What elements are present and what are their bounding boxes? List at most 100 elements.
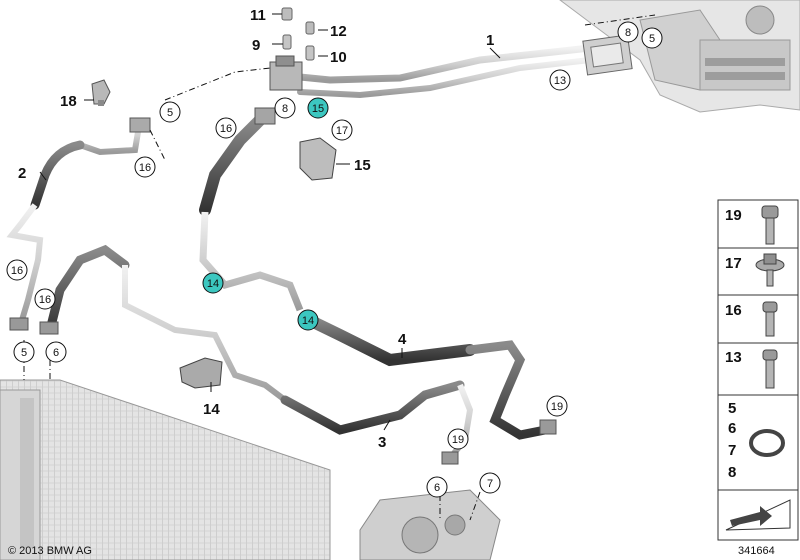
callout-circle-label: 14 xyxy=(302,315,314,327)
callout-10: 10 xyxy=(330,49,347,66)
callout-circle-label: 16 xyxy=(220,123,232,135)
callout-circle-5: 5 xyxy=(13,341,35,363)
sensor-18 xyxy=(91,79,111,106)
legend-number-13: 13 xyxy=(725,349,742,366)
callout-circle-16: 16 xyxy=(215,117,237,139)
callout-circle-shape xyxy=(549,69,571,91)
callout-circle-shape xyxy=(331,119,353,141)
callout-circle-label: 5 xyxy=(649,33,655,45)
callout-circle-shape xyxy=(159,101,181,123)
callout-circle-shape xyxy=(34,288,56,310)
callout-circle-label: 8 xyxy=(282,103,288,115)
callout-circle-16: 16 xyxy=(6,259,28,281)
bracket-14 xyxy=(179,357,223,389)
callout-circle-label: 6 xyxy=(434,482,440,494)
o-ring-icon xyxy=(749,429,785,457)
pipe-2 xyxy=(6,117,151,331)
callout-14: 14 xyxy=(203,401,220,418)
callout-circle-13: 13 xyxy=(549,69,571,91)
callout-circle-label: 13 xyxy=(554,75,566,87)
plain-callouts: 1 2 3 4 9 10 11 12 14 15 18 xyxy=(18,7,494,451)
legend-number-16: 16 xyxy=(725,302,742,319)
collar-screw-icon xyxy=(755,253,785,287)
legend-ring-6: 6 xyxy=(728,420,736,437)
callout-circle-label: 16 xyxy=(139,162,151,174)
callout-3: 3 xyxy=(378,434,386,451)
screw-icon xyxy=(762,349,778,389)
callout-2: 2 xyxy=(18,165,26,182)
callout-1: 1 xyxy=(486,32,494,49)
callout-circle-label: 16 xyxy=(39,294,51,306)
radiator xyxy=(0,379,331,560)
callout-circle-8: 8 xyxy=(617,21,639,43)
callout-circle-16: 16 xyxy=(34,288,56,310)
callout-circle-shape xyxy=(13,341,35,363)
callout-circle-shape xyxy=(546,395,568,417)
copyright-text: © 2013 BMW AG xyxy=(8,545,92,557)
legend-ring-5: 5 xyxy=(728,400,736,417)
callout-circle-shape xyxy=(426,476,448,498)
callout-circle-7: 7 xyxy=(479,472,501,494)
legend-ring-7: 7 xyxy=(728,442,736,459)
callout-circle-shape xyxy=(447,428,469,450)
callout-circle-label: 7 xyxy=(487,478,493,490)
callout-circle-label: 19 xyxy=(452,434,464,446)
callout-12: 12 xyxy=(330,23,347,40)
callout-18: 18 xyxy=(60,93,77,110)
legend-number-17: 17 xyxy=(725,255,742,272)
hose-4 xyxy=(199,107,557,440)
bracket-15 xyxy=(299,137,337,181)
callout-circle-shape xyxy=(45,341,67,363)
callout-circle-15: 15 xyxy=(307,97,329,119)
callout-circle-shape xyxy=(479,472,501,494)
callout-circle-label: 5 xyxy=(167,107,173,119)
legend-number-19: 19 xyxy=(725,207,742,224)
callout-circle-16: 16 xyxy=(134,156,156,178)
callout-circle-label: 6 xyxy=(53,347,59,359)
hose-3 xyxy=(39,244,474,465)
callout-9: 9 xyxy=(252,37,260,54)
callout-circle-14: 14 xyxy=(202,272,224,294)
callout-circle-label: 15 xyxy=(312,103,324,115)
legend-panel: 19 17 16 13 5 6 7 8 xyxy=(717,199,799,541)
callout-circle-shape xyxy=(307,97,329,119)
diagram-number: 341664 xyxy=(738,545,775,557)
callout-circle-shape xyxy=(215,117,237,139)
callout-circle-shape xyxy=(6,259,28,281)
reference-lines xyxy=(23,14,656,521)
callout-circle-label: 14 xyxy=(207,278,219,290)
callout-4: 4 xyxy=(398,331,407,348)
bolt-icon xyxy=(761,205,779,245)
arrow-icon xyxy=(725,499,791,531)
callout-11: 11 xyxy=(250,7,266,24)
callout-circle-label: 17 xyxy=(336,125,348,137)
callout-circle-5: 5 xyxy=(641,27,663,49)
pipe-1 xyxy=(269,34,633,99)
legend-ring-8: 8 xyxy=(728,464,736,481)
callout-15: 15 xyxy=(354,157,371,174)
callout-circle-19: 19 xyxy=(546,395,568,417)
callout-circle-label: 16 xyxy=(11,265,23,277)
callout-circle-shape xyxy=(202,272,224,294)
callout-circle-6: 6 xyxy=(426,476,448,498)
callout-circle-label: 5 xyxy=(21,347,27,359)
small-fittings xyxy=(281,7,315,61)
callout-circle-8: 8 xyxy=(274,97,296,119)
callout-circle-label: 19 xyxy=(551,401,563,413)
callout-circle-shape xyxy=(274,97,296,119)
callout-circle-shape xyxy=(134,156,156,178)
ac-compressor xyxy=(359,489,501,560)
callout-circle-19: 19 xyxy=(447,428,469,450)
callout-circle-5: 5 xyxy=(159,101,181,123)
callout-circle-shape xyxy=(641,27,663,49)
callout-circle-shape xyxy=(617,21,639,43)
callout-circle-label: 8 xyxy=(625,27,631,39)
callout-circle-6: 6 xyxy=(45,341,67,363)
callout-circle-14: 14 xyxy=(297,309,319,331)
screw-icon xyxy=(762,301,778,337)
leader-lines xyxy=(39,13,501,431)
callout-circle-shape xyxy=(297,309,319,331)
callout-circle-17: 17 xyxy=(331,119,353,141)
